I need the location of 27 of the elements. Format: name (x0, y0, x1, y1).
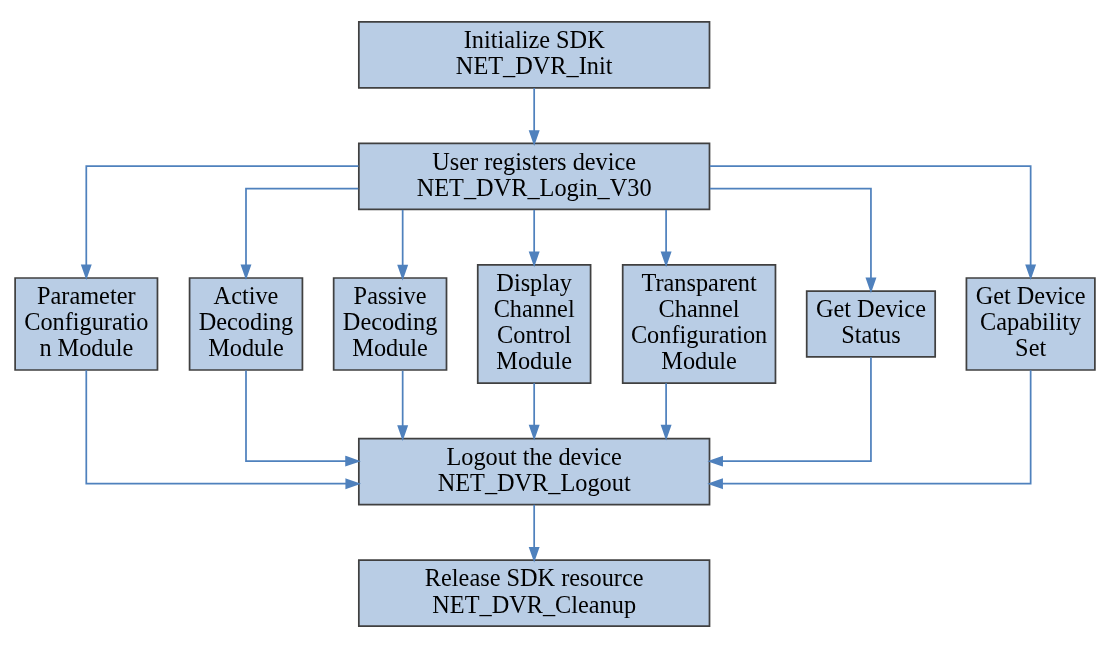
arrow (397, 209, 409, 281)
arrow (528, 209, 540, 268)
node-box: Display Channel Control Module (476, 264, 592, 384)
arrow (528, 382, 540, 441)
node-box: Release SDK resource NET_DVR_Cleanup (357, 559, 711, 627)
node-box: Logout the device NET_DVR_Logout (357, 437, 711, 506)
arrow (707, 369, 1032, 490)
arrow (528, 503, 540, 563)
node-box: Get Device Capability Set (965, 277, 1096, 371)
arrow (660, 209, 672, 268)
arrow (245, 369, 361, 467)
node-box: Active Decoding Module (188, 277, 304, 371)
arrow (707, 356, 872, 467)
arrow (660, 382, 672, 441)
node-box: Parameter Configuratio n Module (14, 277, 159, 371)
node-box: Transparent Channel Configuration Module (621, 264, 777, 384)
arrow (80, 165, 360, 281)
arrow (709, 187, 877, 294)
node-box: Initialize SDK NET_DVR_Init (357, 21, 711, 89)
arrow (709, 165, 1037, 281)
node-box: Passive Decoding Module (332, 277, 448, 371)
node-box: User registers device NET_DVR_Login_V30 (357, 142, 711, 211)
arrow (528, 87, 540, 146)
arrow (397, 369, 409, 441)
arrow (85, 369, 362, 490)
node-box: Get Device Status (805, 290, 937, 358)
arrow (240, 187, 360, 281)
